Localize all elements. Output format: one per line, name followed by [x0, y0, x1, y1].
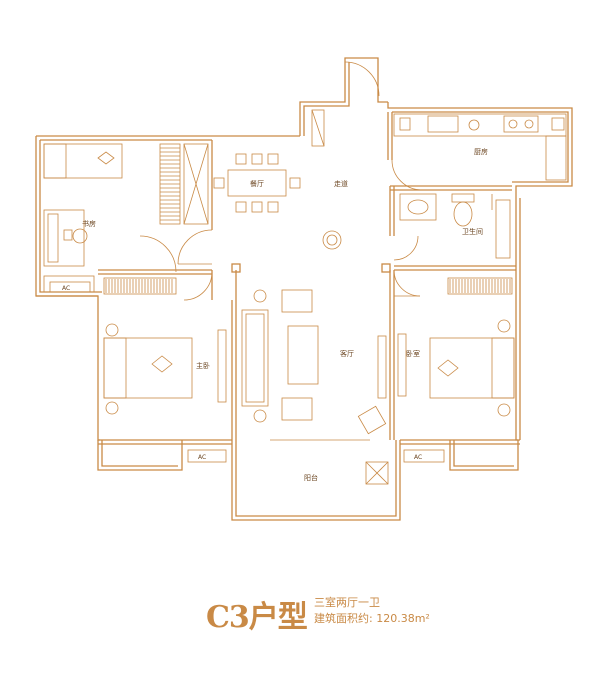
room-label-bathroom: 卫生间 — [462, 227, 483, 236]
balcony-fixtures — [365, 461, 389, 485]
bedroom-furniture — [397, 277, 515, 417]
ac-unit-bedroom: AC — [403, 449, 445, 463]
room-label-kitchen: 厨房 — [474, 147, 488, 156]
room-label-dining: 餐厅 — [250, 179, 264, 188]
unit-caption: C3户型 三室两厅一卫 建筑面积约: 120.38m² — [206, 592, 466, 635]
study-furniture — [43, 143, 123, 293]
outer-walls — [35, 57, 573, 521]
living-room-furniture — [241, 289, 387, 441]
master-bedroom-furniture — [103, 277, 227, 415]
entrance-marker — [322, 230, 342, 250]
dining-table — [213, 153, 301, 213]
study-wardrobe — [159, 143, 209, 225]
room-label-living-room: 客厅 — [340, 349, 354, 358]
room-label-corridor: 走道 — [334, 179, 348, 188]
ac-label: AC — [414, 454, 422, 461]
room-label-study: 书房 — [82, 219, 96, 228]
ac-label: AC — [198, 454, 206, 461]
unit-area: 建筑面积约: 120.38m² — [314, 612, 430, 625]
internal-walls — [36, 112, 520, 445]
room-label-balcony: 阳台 — [304, 473, 318, 482]
unit-layout: 三室两厅一卫 — [314, 596, 380, 609]
ac-label: AC — [62, 285, 70, 292]
bathroom-fixtures — [399, 193, 511, 259]
room-label-bedroom: 卧室 — [406, 349, 420, 358]
unit-type-code: C3户型 — [206, 600, 308, 635]
ac-unit-study: AC — [49, 281, 91, 293]
room-label-master-bedroom: 主卧 — [196, 361, 210, 370]
kitchen-counter — [393, 113, 567, 181]
ac-unit-master: AC — [187, 449, 227, 463]
entrance-cabinet — [311, 109, 325, 147]
doors — [139, 61, 423, 301]
